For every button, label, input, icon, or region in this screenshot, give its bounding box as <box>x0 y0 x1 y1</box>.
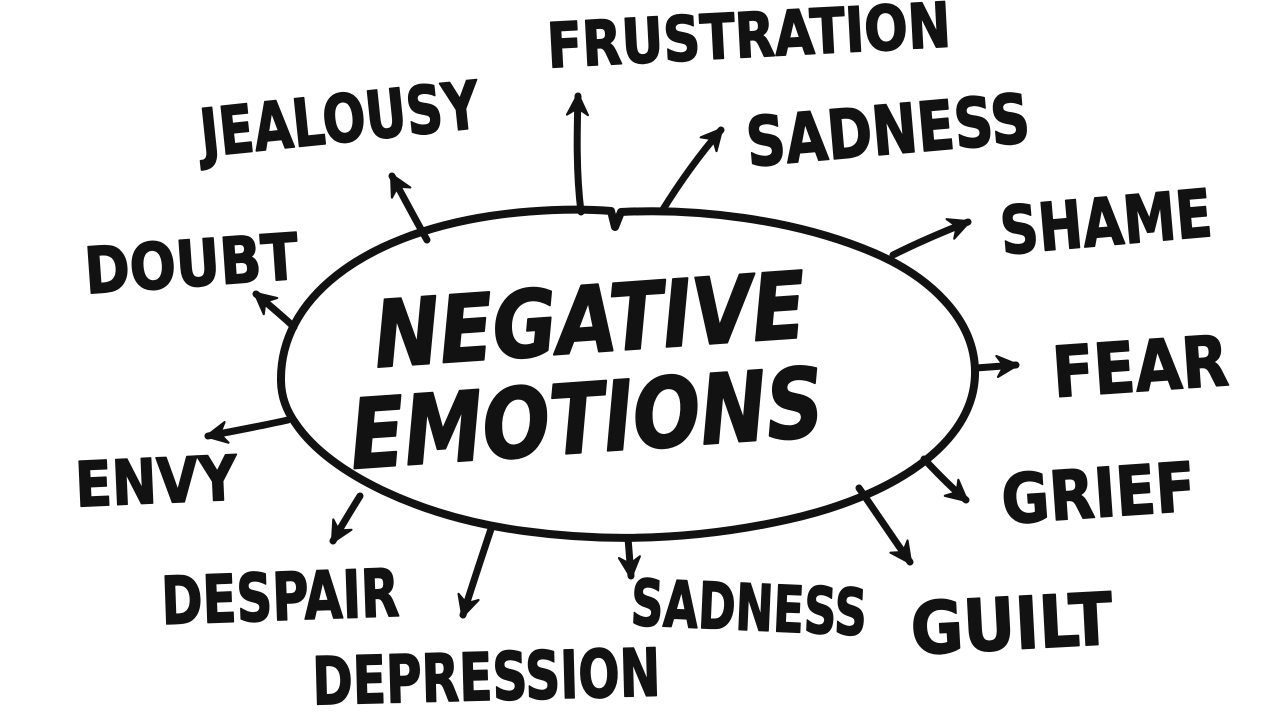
node-label-sadness-bottom: SADNESS <box>629 567 868 651</box>
node-label-guilt: GUILT <box>909 577 1115 671</box>
node-label-frustration: FRUSTRATION <box>545 0 952 83</box>
arrow-doubt <box>252 290 298 331</box>
arrow-despair <box>329 492 364 545</box>
arrow-jealousy <box>388 172 431 244</box>
node-label-despair: DESPAIR <box>160 555 401 640</box>
node-label-shame: SHAME <box>997 175 1215 270</box>
arrow-depression <box>457 525 495 619</box>
arrow-envy <box>204 416 292 444</box>
node-label-envy: ENVY <box>74 441 240 521</box>
arrow-shame <box>889 218 972 259</box>
node-label-depression: DEPRESSION <box>311 634 661 720</box>
arrow-sadness-bottom <box>617 534 641 580</box>
arrow-fear <box>972 354 1020 378</box>
node-label-fear: FEAR <box>1050 320 1231 414</box>
node-label-doubt: DOUBT <box>82 221 301 310</box>
node-label-sadness-top: SADNESS <box>743 80 1033 183</box>
node-label-grief: GRIEF <box>999 448 1198 540</box>
node-label-jealousy: JEALOUSY <box>193 67 483 173</box>
arrow-frustration <box>565 92 590 216</box>
arrow-guilt <box>855 484 914 566</box>
arrow-grief <box>920 455 970 504</box>
arrow-sadness-top <box>658 126 725 215</box>
